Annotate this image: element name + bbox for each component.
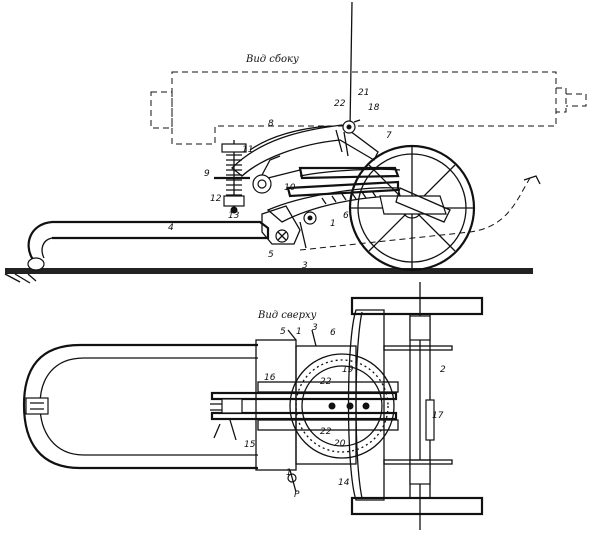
label-top-20: 20: [334, 439, 346, 449]
axle-assembly: [350, 282, 484, 530]
label-6: 6: [343, 211, 349, 221]
label-11: 11: [242, 145, 253, 155]
trail-loop: [22, 343, 258, 470]
label-top-22b: 22: [320, 427, 332, 437]
lock-lever: [252, 155, 301, 194]
spring-mechanism: [214, 140, 250, 214]
label-7: 7: [386, 131, 392, 141]
label-top-3: 3: [312, 323, 318, 333]
top-view-title: Вид сверху: [257, 310, 317, 321]
cradle-bars-top: [210, 381, 399, 441]
label-18: 18: [368, 103, 380, 113]
label-top-2: 2: [440, 365, 446, 375]
vertical-rod: [349, 1, 353, 129]
side-view-title: Вид сбоку: [245, 54, 299, 65]
label-10: 10: [284, 183, 296, 193]
label-top-14: 14: [338, 478, 350, 488]
label-22: 22: [334, 99, 346, 109]
trail-bracket: [261, 205, 307, 249]
axle-arm: [379, 187, 451, 223]
label-8: 8: [268, 119, 274, 129]
label-9: 9: [204, 169, 210, 179]
label-top-p: P: [294, 490, 300, 500]
top-joint: [335, 119, 361, 157]
label-top-5: 5: [280, 327, 286, 337]
label-12: 12: [210, 194, 222, 204]
label-top-6: 6: [330, 328, 336, 338]
top-view: Вид сверху 5 1 3 6 2 16 22 19 17 15 22 2…: [22, 282, 484, 530]
label-top-17: 17: [432, 411, 444, 421]
trail-alt-position: [299, 177, 531, 251]
label-21: 21: [358, 88, 369, 98]
label-top-19: 19: [342, 365, 354, 375]
label-top-15: 15: [244, 440, 256, 450]
label-13: 13: [228, 211, 240, 221]
label-5: 5: [268, 250, 274, 260]
label-top-1b: 1: [286, 468, 292, 478]
trail-leg: [27, 220, 270, 271]
elevation-sector: [266, 180, 401, 225]
label-1: 1: [330, 219, 336, 229]
side-view: Вид сбоку 22 21 18 8 7 11 9 12 13 10 1 6…: [4, 1, 587, 284]
shield: [347, 309, 385, 501]
label-3: 3: [302, 261, 308, 271]
label-top-16: 16: [264, 373, 276, 383]
label-4: 4: [168, 223, 174, 233]
gun-body-outline: [150, 71, 587, 145]
label-top-1: 1: [296, 327, 302, 337]
label-top-22a: 22: [320, 377, 332, 387]
ground-line: [4, 268, 533, 284]
top-sector: [289, 353, 395, 459]
